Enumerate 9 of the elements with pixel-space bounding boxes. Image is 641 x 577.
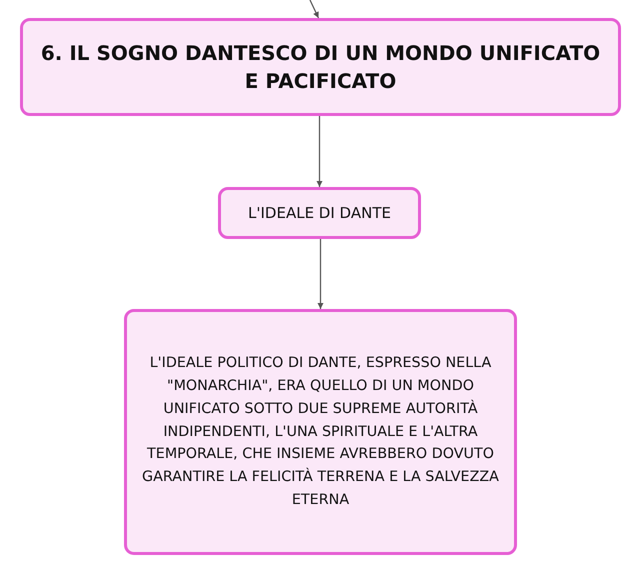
node-text: L'IDEALE POLITICO DI DANTE, ESPRESSO NELLA "MONARCHIA", ERA QUELLO DI UN MONDO UNIFICATO SOTTO DUE SUPREME AUTORITÀ INDIPENDENTI, L'UNA SPIRITUALE E L'ALTRA TEMPORALE, CHE INSIEME AVREBBERO DOVUTO GARANTIRE LA FELICITÀ TERRENA E LA SALVEZZA ETERNA — [141, 354, 500, 510]
title-box — [20, 18, 621, 116]
node-text: L'IDEALE DI DANTE — [248, 202, 391, 224]
node-text: 6. IL SOGNO DANTESCO DI UN MONDO UNIFICATO E PACIFICATO — [40, 40, 602, 95]
topic-box — [124, 309, 517, 555]
arrow — [309, 0, 320, 18]
arrow — [316, 116, 322, 187]
topic-box — [218, 187, 421, 239]
arrow — [318, 239, 324, 309]
